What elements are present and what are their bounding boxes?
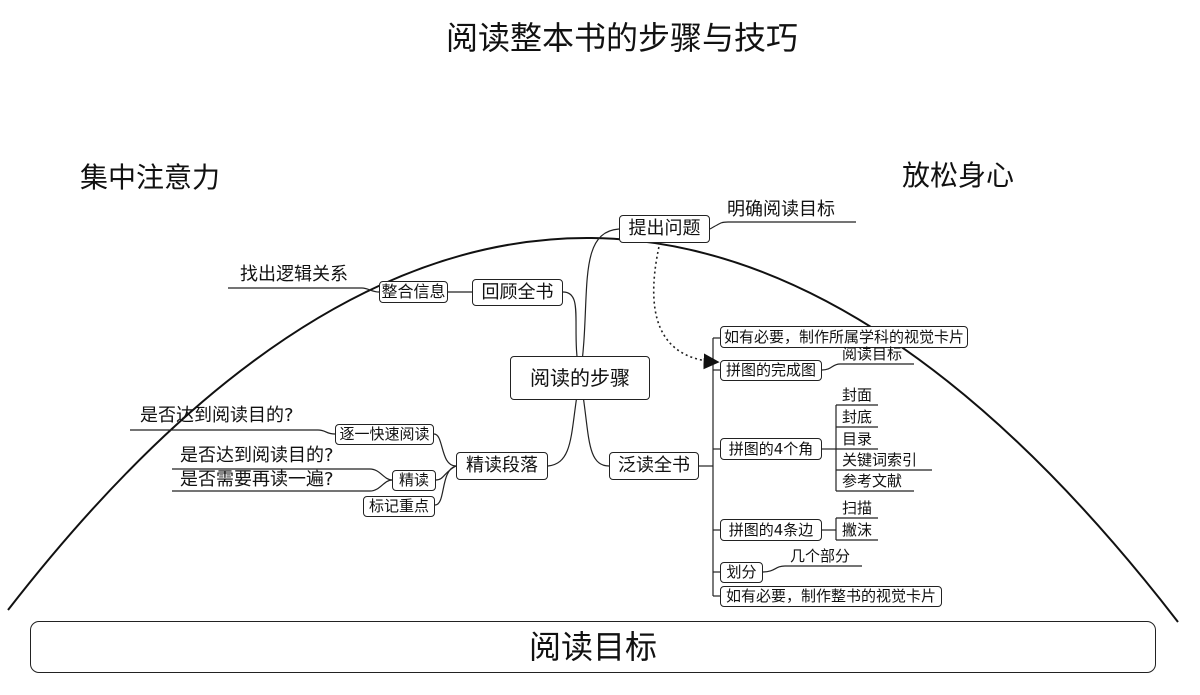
node-huafen-leaf: 几个部分 bbox=[790, 547, 851, 565]
node-card2: 如有必要，制作整书的视觉卡片 bbox=[720, 586, 942, 607]
node-jingdu2-leaf-2: 是否需要再读一遍? bbox=[180, 469, 334, 490]
left-label: 集中注意力 bbox=[80, 161, 221, 194]
node-zhuyi: 逐一快速阅读 bbox=[335, 424, 434, 445]
node-sitiao: 拼图的4条边 bbox=[720, 519, 822, 541]
node-zhuyi-leaf: 是否达到阅读目的? bbox=[140, 405, 294, 426]
node-sijiao: 拼图的4个角 bbox=[720, 438, 822, 460]
center-node: 阅读的步骤 bbox=[510, 356, 650, 400]
arch-curve bbox=[7, 237, 1179, 623]
node-tichu-child: 明确阅读目标 bbox=[727, 199, 835, 220]
node-sijiao-leaf-2: 封底 bbox=[842, 408, 873, 426]
node-wancheng: 拼图的完成图 bbox=[720, 360, 822, 381]
node-huafen: 划分 bbox=[720, 562, 763, 583]
node-jingdu2: 精读 bbox=[392, 470, 436, 491]
node-wancheng-leaf: 阅读目标 bbox=[842, 345, 903, 363]
node-sijiao-leaf-3: 目录 bbox=[842, 430, 873, 448]
node-sijiao-leaf-4: 关键词索引 bbox=[842, 451, 918, 469]
node-sitiao-leaf-1: 扫描 bbox=[842, 499, 873, 517]
base-goal-box: 阅读目标 bbox=[30, 621, 1156, 673]
node-card1: 如有必要，制作所属学科的视觉卡片 bbox=[720, 326, 968, 348]
node-sitiao-leaf-2: 撇沫 bbox=[842, 521, 873, 539]
node-huigu: 回顾全书 bbox=[472, 279, 563, 306]
node-zhenghe: 整合信息 bbox=[379, 281, 448, 303]
node-zhenghe-leaf: 找出逻辑关系 bbox=[240, 264, 348, 285]
dotted-arrow bbox=[652, 241, 720, 370]
node-fandu: 泛读全书 bbox=[609, 452, 699, 480]
node-sijiao-leaf-5: 参考文献 bbox=[842, 472, 903, 490]
page-title: 阅读整本书的步骤与技巧 bbox=[446, 19, 799, 57]
node-jingdu: 精读段落 bbox=[456, 452, 548, 480]
node-sijiao-leaf-1: 封面 bbox=[842, 386, 873, 404]
node-biaoji: 标记重点 bbox=[363, 496, 435, 517]
node-tichu: 提出问题 bbox=[619, 215, 710, 243]
node-jingdu2-leaf-1: 是否达到阅读目的? bbox=[180, 445, 334, 466]
right-label: 放松身心 bbox=[902, 159, 1015, 192]
